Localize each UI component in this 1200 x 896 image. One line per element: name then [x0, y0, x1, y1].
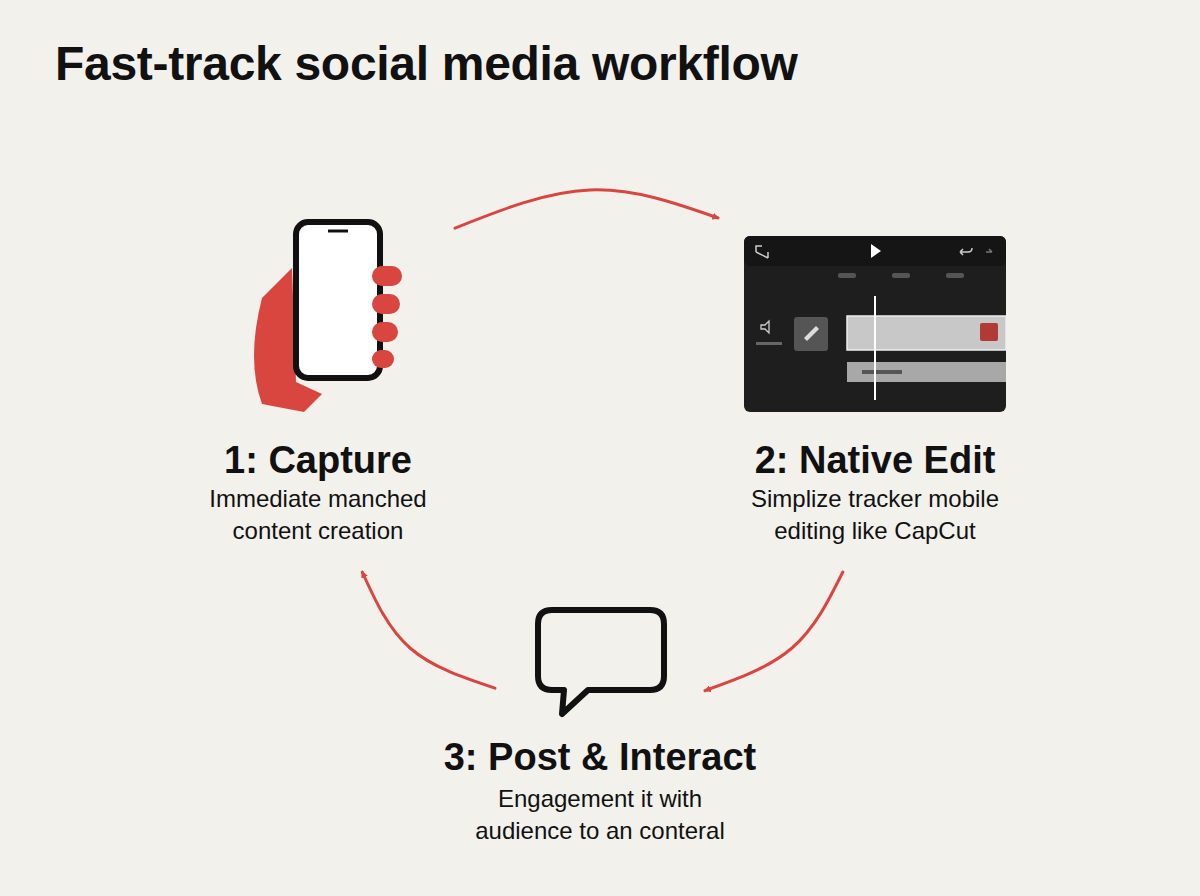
- phone-speaker: [328, 230, 348, 233]
- flow-arrow: [455, 190, 718, 228]
- audio-track: [847, 362, 1006, 382]
- video-track: [847, 316, 1006, 350]
- phone-icon: [254, 222, 402, 412]
- capture-step: 1: CaptureImmediate manched content crea…: [190, 210, 455, 572]
- ruler-mark: [838, 273, 856, 278]
- expand-symbol: [756, 246, 768, 258]
- edit-button: [794, 317, 828, 351]
- step-heading: 3: Post & Interact: [390, 735, 810, 779]
- ruler-mark: [946, 273, 964, 278]
- step-heading: 1: Capture: [108, 438, 528, 482]
- step-heading: 2: Native Edit: [665, 438, 1085, 482]
- playhead: [874, 296, 876, 400]
- editor-window: [744, 236, 1006, 412]
- step-description: Simplize tracker mobile editing like Cap…: [725, 483, 1025, 547]
- editor-icon: [744, 236, 1006, 412]
- audio-wave: [862, 370, 902, 374]
- ruler-mark: [892, 273, 910, 278]
- hand-finger: [372, 322, 398, 342]
- flow-arrow: [362, 572, 495, 688]
- speaker-symbol: [761, 321, 769, 333]
- pencil-symbol: [804, 326, 819, 341]
- editor-toolbar: [744, 236, 1006, 266]
- volume-bar: [756, 342, 782, 345]
- hand-finger: [372, 294, 400, 314]
- play-symbol: [871, 244, 881, 258]
- step-description: Engagement it with audience to an conter…: [455, 783, 745, 847]
- step-description: Immediate manched content creation: [193, 483, 443, 547]
- hand-finger: [372, 266, 402, 286]
- clip-marker: [980, 323, 998, 341]
- diagram-title: Fast-track social media workflow: [55, 36, 798, 91]
- undo-symbol: [960, 248, 972, 255]
- hand-finger: [372, 350, 394, 368]
- post-step: 3: Post & InteractEngagement it with aud…: [495, 600, 705, 845]
- edit-step: 2: Native EditSimplize tracker mobile ed…: [718, 218, 1030, 572]
- speech-bubble-icon: [538, 610, 664, 714]
- flow-arrow: [705, 572, 843, 691]
- redo-symbol: [986, 249, 992, 252]
- phone-body: [296, 222, 380, 378]
